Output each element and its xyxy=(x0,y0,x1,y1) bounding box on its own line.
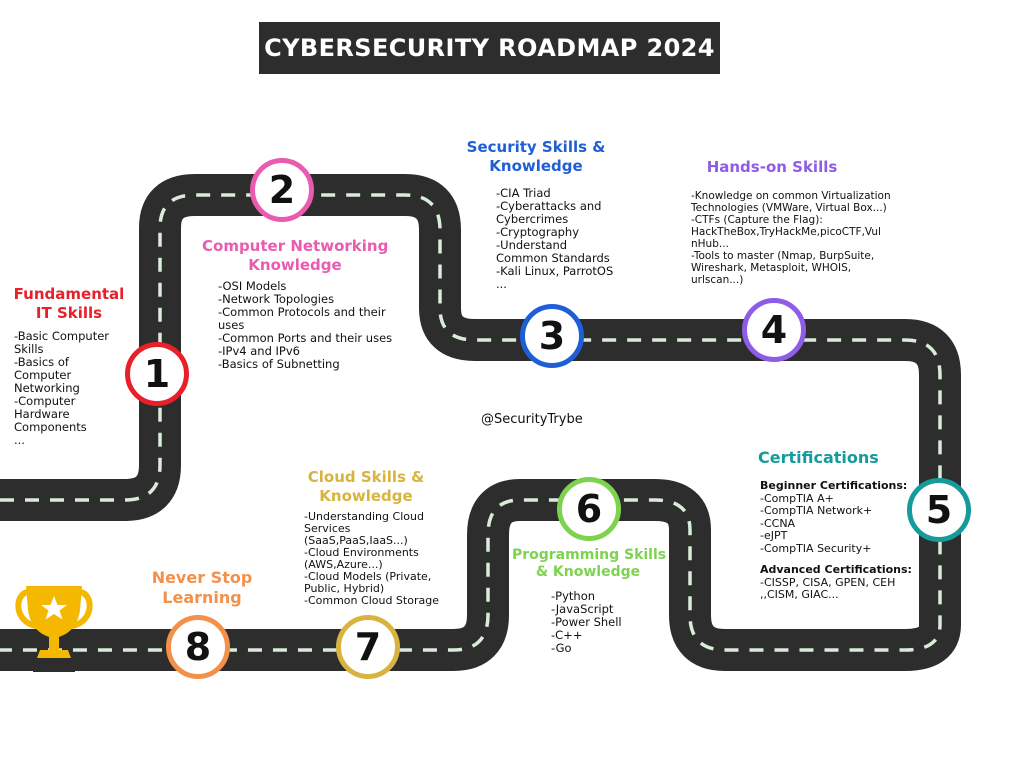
advanced-cert-title: Advanced Certifications: xyxy=(760,563,912,576)
step-5-heading: Certifications xyxy=(758,448,879,467)
list-item: Computer xyxy=(14,368,72,382)
list-item: HackTheBox,TryHackMe,picoCTF,Vul xyxy=(691,226,881,238)
list-item: -Python xyxy=(551,589,596,603)
list-item: -CIA Triad xyxy=(496,186,551,200)
list-item: Components xyxy=(14,420,87,434)
list-item: Cybercrimes xyxy=(496,212,569,226)
list-item: -Computer xyxy=(14,394,76,408)
list-item: ... xyxy=(14,433,25,447)
step-5-list: Beginner Certifications: -CompTIA A+ -Co… xyxy=(760,479,912,602)
step-6-list: -Python -JavaScript -Power Shell -C++ -G… xyxy=(551,590,622,655)
list-item: Hardware xyxy=(14,407,70,421)
list-item: -Common Cloud Storage xyxy=(304,594,439,607)
list-item: (SaaS,PaaS,IaaS...) xyxy=(304,534,408,547)
list-item: -Basic Computer xyxy=(14,329,110,343)
list-item: -Common Protocols and their xyxy=(218,305,386,319)
step-6-heading: Programming Skills& Knowledge xyxy=(512,547,667,580)
step-2-list: -OSI Models -Network Topologies -Common … xyxy=(218,280,392,371)
list-item: Public, Hybrid) xyxy=(304,582,385,595)
list-item: -Cyberattacks and xyxy=(496,199,602,213)
list-item: -Kali Linux, ParrotOS xyxy=(496,264,614,278)
step-8-marker: 8 xyxy=(166,615,230,679)
list-item: uses xyxy=(218,318,245,332)
list-item: -Cloud Environments xyxy=(304,546,419,559)
list-item: -OSI Models xyxy=(218,279,287,293)
list-item: -IPv4 and IPv6 xyxy=(218,344,300,358)
list-item: -JavaScript xyxy=(551,602,614,616)
trophy-stem xyxy=(49,637,59,651)
author-handle: @SecurityTrybe xyxy=(481,412,583,427)
list-item: -CISSP, CISA, GPEN, CEH xyxy=(760,575,896,589)
list-item: nHub... xyxy=(691,238,729,250)
list-item: ,,CISM, GIAC... xyxy=(760,588,839,601)
list-item: Services xyxy=(304,522,351,535)
step-1-marker: 1 xyxy=(125,342,189,406)
list-item: -Basics of Subnetting xyxy=(218,357,340,371)
trophy-handles xyxy=(15,589,93,629)
list-item: (AWS,Azure...) xyxy=(304,558,383,571)
list-item: -CompTIA Network+ xyxy=(760,504,873,517)
list-item: -CCNA xyxy=(760,516,796,530)
list-item: Wireshark, Metasploit, WHOIS, xyxy=(691,262,852,274)
list-item: -CTFs (Capture the Flag): xyxy=(691,214,823,226)
list-item: -Knowledge on common Virtualization xyxy=(691,190,891,202)
list-item: Skills xyxy=(14,342,44,356)
step-4-list: -Knowledge on common Virtualization Tech… xyxy=(691,190,891,286)
step-6-marker: 6 xyxy=(557,477,621,541)
list-item: -Tools to master (Nmap, BurpSuite, xyxy=(691,250,875,262)
list-item: -Cryptography xyxy=(496,225,580,239)
star-icon xyxy=(41,596,67,620)
trophy-icon xyxy=(15,586,93,672)
step-4-marker: 4 xyxy=(742,298,806,362)
step-7-list: -Understanding Cloud Services (SaaS,PaaS… xyxy=(304,511,439,607)
list-item: -Understand xyxy=(496,238,568,252)
step-3-list: -CIA Triad -Cyberattacks and Cybercrimes… xyxy=(496,187,613,291)
step-4-heading: Hands-on Skills xyxy=(706,158,838,176)
roadmap-title: CYBERSECURITY ROADMAP 2024 xyxy=(259,22,720,74)
step-5-marker: 5 xyxy=(907,478,971,542)
list-item: -Common Ports and their uses xyxy=(218,331,393,345)
list-item: Common Standards xyxy=(496,251,610,265)
list-item: Technologies (VMWare, Virtual Box...) xyxy=(691,202,887,214)
list-item: urlscan...) xyxy=(691,274,744,286)
list-item: -Go xyxy=(551,641,572,655)
list-item: -C++ xyxy=(551,628,583,642)
list-item: -CompTIA Security+ xyxy=(760,541,872,555)
list-item: -Power Shell xyxy=(551,615,622,629)
step-7-heading: Cloud Skills &Knowledge xyxy=(307,468,425,505)
list-item: -Understanding Cloud xyxy=(304,510,424,523)
list-item: ... xyxy=(496,277,507,291)
list-item: -Network Topologies xyxy=(218,292,335,306)
list-item: Networking xyxy=(14,381,80,395)
trophy-base xyxy=(37,650,71,658)
list-item: -Cloud Models (Private, xyxy=(304,570,432,583)
step-1-list: -Basic Computer Skills -Basics of Comput… xyxy=(14,330,109,447)
step-2-marker: 2 xyxy=(250,158,314,222)
beginner-cert-title: Beginner Certifications: xyxy=(760,479,908,492)
step-7-marker: 7 xyxy=(336,615,400,679)
trophy-plinth xyxy=(33,658,75,672)
list-item: -Basics of xyxy=(14,355,69,369)
list-item: -CompTIA A+ xyxy=(760,491,834,505)
list-item: -eJPT xyxy=(760,529,788,542)
step-3-heading: Security Skills &Knowledge xyxy=(466,138,606,175)
step-3-marker: 3 xyxy=(520,304,584,368)
